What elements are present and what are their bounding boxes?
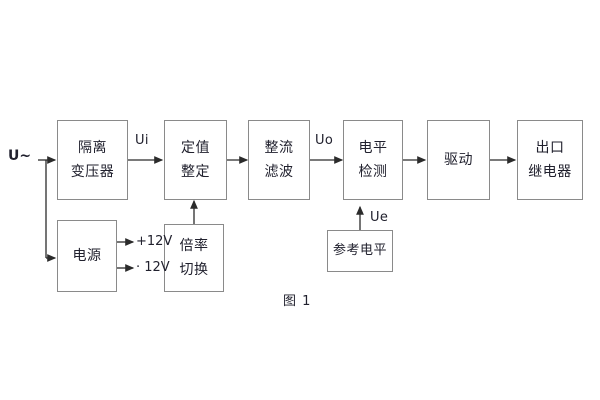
signal-label-ui: Ui — [135, 133, 149, 148]
block-label-line1: 定值 — [181, 139, 210, 156]
wire-input-bus — [38, 156, 57, 262]
signal-label-ue: Ue — [370, 210, 389, 225]
signal-label-uo: Uo — [315, 133, 334, 148]
block-label-line1: 参考电平 — [332, 242, 387, 258]
block-rectify-filter[interactable]: 整流 滤波 — [248, 120, 310, 200]
block-label-line2: 切换 — [179, 262, 209, 278]
block-output-relay[interactable]: 出口 继电器 — [517, 120, 583, 200]
block-level-detect[interactable]: 电平 检测 — [343, 120, 403, 200]
rail-label-positive-12v: +12V — [136, 234, 173, 249]
block-label-line2: 变压器 — [70, 164, 115, 180]
block-label-line1: 电源 — [72, 247, 102, 264]
block-label-line1: 驱动 — [444, 151, 473, 168]
block-reference-level[interactable]: 参考电平 — [327, 230, 393, 272]
block-label-line2: 整定 — [181, 164, 210, 180]
block-label-line2: 继电器 — [528, 164, 572, 180]
block-label-line1: 整流 — [264, 139, 294, 156]
block-power-supply[interactable]: 电源 — [57, 220, 117, 292]
block-drive[interactable]: 驱动 — [427, 120, 490, 200]
block-label-line2: 滤波 — [264, 164, 294, 180]
block-setting-adjust[interactable]: 定值 整定 — [164, 120, 227, 200]
block-label-line1: 隔离 — [78, 139, 107, 156]
figure-caption: 图 1 — [283, 294, 312, 309]
block-label-line1: 电平 — [358, 139, 388, 156]
rail-label-negative-12v: · 12V — [136, 260, 170, 275]
block-ratio-switch[interactable]: 倍率 切换 — [164, 224, 224, 292]
block-label-line1: 倍率 — [179, 237, 209, 254]
block-label-line1: 出口 — [535, 139, 565, 156]
input-source-label: U~ — [8, 148, 32, 164]
block-isolation-transformer[interactable]: 隔离 变压器 — [57, 120, 128, 200]
block-label-line2: 检测 — [358, 164, 388, 180]
